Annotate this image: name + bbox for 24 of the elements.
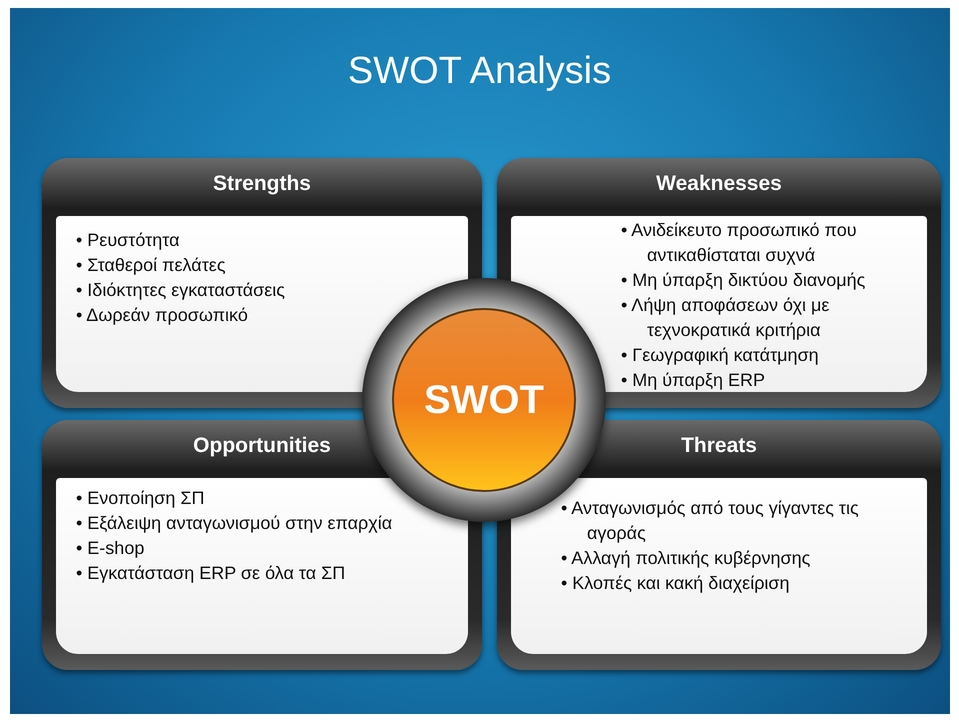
title: SWOT Analysis (346, 50, 612, 93)
bullet-item: • Κλοπές και κακή διαχείριση (561, 572, 791, 595)
quadrant-card (497, 420, 941, 670)
quadrant-heading: Opportunities (192, 434, 332, 458)
bullet-item: • Ενοποίηση ΣΠ (76, 487, 206, 510)
bullet-item: • Ανιδείκευτο προσωπικό που αντικαθίσταται συχνά (621, 219, 858, 267)
bullet-item: • Αλλαγή πολιτικής κυβέρνησης (561, 547, 812, 570)
quadrant-heading: Weaknesses (655, 172, 783, 196)
bullet-item: • Εξάλειψη ανταγωνισμού στην επαρχία (76, 512, 394, 535)
bullet-item: • Εγκατάσταση ERP σε όλα τα ΣΠ (76, 562, 346, 585)
bullet-item: • Ιδιόκτητες εγκαταστάσεις (76, 279, 286, 302)
quadrant-heading: Strengths (212, 172, 312, 196)
bullet-item: • Μη ύπαρξη ERP (621, 369, 766, 392)
quadrant-card (42, 420, 482, 670)
bullet-item: • Σταθεροί πελάτες (76, 254, 227, 277)
bullet-item: • Ρευστότητα (76, 229, 181, 252)
bullet-item: • Μη ύπαρξη δικτύου διανομής (621, 269, 866, 292)
quadrant-heading: Threats (680, 434, 758, 458)
bullet-item: • Δωρεάν προσωπικό (76, 304, 249, 327)
bullet-item: • Ανταγωνισμός από τους γίγαντες τις αγοράς (561, 497, 860, 545)
bullet-item: • E-shop (76, 537, 146, 560)
bullet-item: • Λήψη αποφάσεων όχι με τεχνοκρατικά κριτήρια (621, 294, 830, 342)
center-label: SWOT (424, 378, 544, 422)
bullet-item: • Γεωγραφική κατάτμηση (621, 344, 820, 367)
